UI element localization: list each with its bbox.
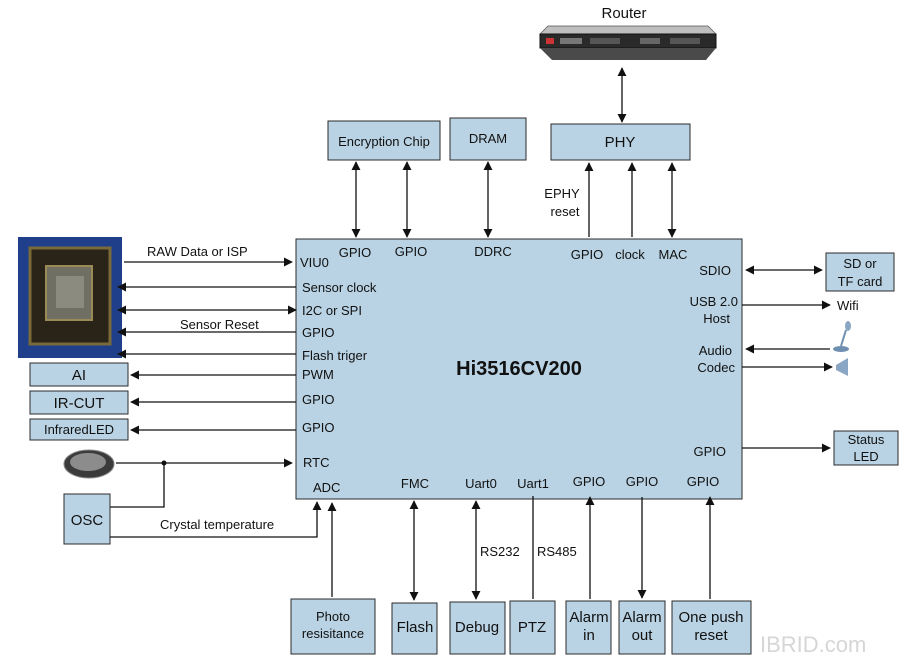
pin-clock: clock	[615, 247, 645, 262]
infrared-led-box	[29, 418, 129, 441]
encryption-chip-box	[327, 120, 441, 161]
sd-label-1: SD or	[843, 256, 877, 271]
rs232-label: RS232	[480, 544, 520, 559]
infrared-led-label: InfraredLED	[44, 422, 114, 437]
pin-rtc: RTC	[303, 455, 329, 470]
crystal-temp-link	[110, 501, 322, 538]
osc-label: OSC	[71, 512, 104, 529]
pin-pwm: PWM	[302, 367, 334, 382]
flash-label: Flash	[397, 619, 434, 636]
wifi-label: Wifi	[837, 298, 859, 313]
status-label-1: Status	[848, 432, 885, 447]
phy-label: PHY	[605, 134, 636, 151]
encryption-chip-label: Encryption Chip	[338, 134, 430, 149]
flash-box	[391, 602, 438, 655]
ir-cut-box	[29, 390, 129, 415]
pin-uart0: Uart0	[465, 476, 497, 491]
ir-cut-label: IR-CUT	[54, 395, 105, 412]
photo-label-2: resisitance	[302, 626, 364, 641]
pin-gpio-ircut: GPIO	[302, 392, 335, 407]
pin-gpio-top-3: GPIO	[571, 247, 604, 262]
ephy-label: EPHY	[544, 186, 580, 201]
pin-usb-line1: USB 2.0	[690, 294, 738, 309]
pin-flash-triger: Flash triger	[302, 348, 368, 363]
pin-gpio-top-1: GPIO	[339, 245, 372, 260]
sensor-reset-label: Sensor Reset	[180, 317, 259, 332]
pin-i2c-spi: I2C or SPI	[302, 303, 362, 318]
alarm-out-label-2: out	[632, 627, 654, 644]
pin-gpio-reset: GPIO	[687, 474, 720, 489]
coin-battery-icon	[63, 449, 115, 479]
pin-viu0: VIU0	[300, 255, 329, 270]
photo-resistance-box	[290, 598, 376, 655]
reset-label-2: reset	[694, 627, 728, 644]
ptz-box	[509, 600, 556, 655]
phy-box	[550, 123, 691, 161]
router-image	[539, 25, 717, 60]
alarm-in-label-2: in	[583, 627, 595, 644]
debug-label: Debug	[455, 619, 499, 636]
sd-label-2: TF card	[838, 274, 883, 289]
pin-uart1: Uart1	[517, 476, 549, 491]
soc-chip-name: Hi3516CV200	[456, 358, 582, 380]
pin-gpio-alarm-in: GPIO	[573, 474, 606, 489]
watermark: IBRID.com	[760, 632, 866, 656]
pin-gpio-alarm-out: GPIO	[626, 474, 659, 489]
pin-mac: MAC	[659, 247, 688, 262]
pin-adc: ADC	[313, 480, 340, 495]
pin-audio-line2: Codec	[697, 360, 735, 375]
status-led-box	[833, 430, 899, 466]
pin-sensor-clock: Sensor clock	[302, 280, 377, 295]
router-label: Router	[601, 5, 646, 22]
rs485-label: RS485	[537, 544, 577, 559]
pin-usb-line2: Host	[703, 311, 730, 326]
ptz-label: PTZ	[518, 619, 546, 636]
pin-gpio-status: GPIO	[693, 444, 726, 459]
debug-box	[449, 601, 506, 655]
pin-fmc: FMC	[401, 476, 429, 491]
soc-chip	[295, 238, 743, 500]
ai-label: AI	[72, 367, 86, 384]
pin-gpio-sensor-reset: GPIO	[302, 325, 335, 340]
dram-label: DRAM	[469, 131, 507, 146]
alarm-in-label-1: Alarm	[569, 609, 608, 626]
ephy-reset-label: reset	[551, 204, 580, 219]
osc-box	[63, 493, 111, 545]
pin-gpio-infrared: GPIO	[302, 420, 335, 435]
alarm-out-label-1: Alarm	[622, 609, 661, 626]
photo-label-1: Photo	[316, 609, 350, 624]
pin-audio-line1: Audio	[699, 343, 732, 358]
dram-box	[449, 117, 527, 161]
raw-data-label: RAW Data or ISP	[147, 244, 248, 259]
pin-ddrc: DDRC	[474, 244, 512, 259]
pin-sdio: SDIO	[699, 263, 731, 278]
pin-gpio-top-2: GPIO	[395, 244, 428, 259]
sd-card-box	[825, 252, 895, 292]
osc-to-rtc-link	[108, 463, 165, 508]
reset-label-1: One push	[678, 609, 743, 626]
alarm-out-box	[618, 600, 666, 655]
speaker-icon	[836, 358, 848, 376]
crystal-temp-label: Crystal temperature	[160, 517, 274, 532]
microphone-icon	[833, 321, 851, 352]
alarm-in-box	[565, 600, 612, 655]
image-sensor	[18, 237, 122, 358]
status-label-2: LED	[853, 449, 878, 464]
ai-box	[29, 362, 129, 387]
one-push-reset-box	[671, 600, 752, 655]
